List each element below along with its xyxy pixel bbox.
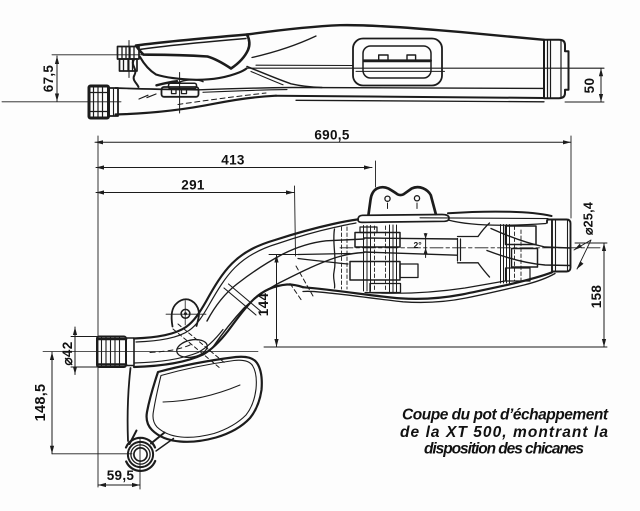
svg-text:67,5: 67,5 xyxy=(41,65,56,93)
svg-text:de la XT 500, montrant la: de la XT 500, montrant la xyxy=(400,424,608,441)
svg-text:413: 413 xyxy=(221,153,245,168)
svg-text:⌀25,4: ⌀25,4 xyxy=(582,202,596,235)
svg-text:148,5: 148,5 xyxy=(33,384,49,422)
svg-text:⌀42: ⌀42 xyxy=(60,341,75,365)
svg-text:59,5: 59,5 xyxy=(107,468,135,483)
svg-text:158: 158 xyxy=(589,285,604,309)
svg-text:50: 50 xyxy=(582,78,597,94)
svg-text:Coupe du pot d’échappement: Coupe du pot d’échappement xyxy=(402,407,609,424)
svg-text:690,5: 690,5 xyxy=(314,128,349,143)
svg-text:144: 144 xyxy=(256,293,271,317)
svg-text:291: 291 xyxy=(181,178,205,193)
svg-text:disposition des chicanes: disposition des chicanes xyxy=(424,441,584,458)
svg-text:2°: 2° xyxy=(414,240,423,250)
